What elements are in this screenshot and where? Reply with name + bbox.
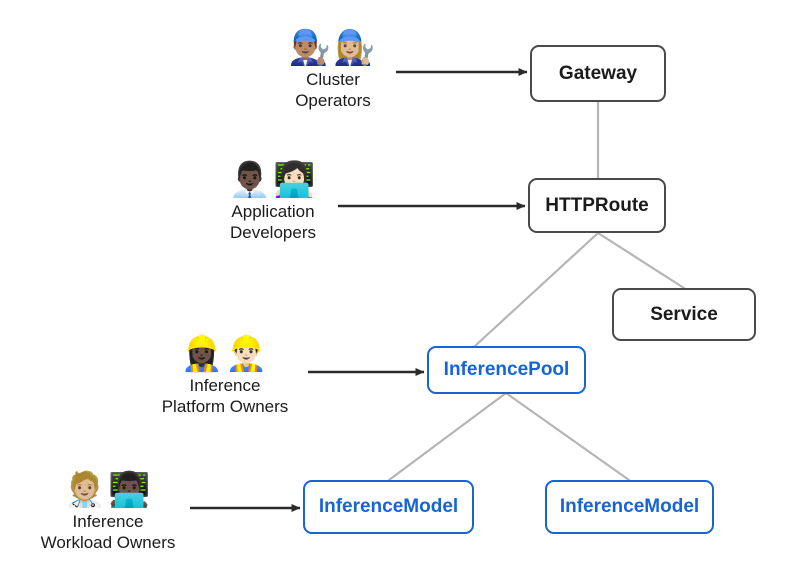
- persona-inference-platform-owners: 👷🏿‍♀️👷🏻‍♂️ Inference Platform Owners: [130, 334, 320, 417]
- node-inferencepool-label: InferencePool: [443, 359, 570, 381]
- node-inferencemodel-2-label: InferenceModel: [559, 496, 700, 518]
- node-inferencemodel-1[interactable]: InferenceModel: [303, 480, 474, 534]
- cluster-operators-label: Cluster Operators: [295, 70, 371, 110]
- edge-httproute-service: [596, 231, 686, 290]
- persona-application-developers: 👨🏿‍💼👩🏻‍💻 Application Developers: [178, 160, 368, 243]
- inference-workload-owners-avatars: 🧑🏼‍⚕️👨🏿‍💻: [63, 471, 153, 509]
- edge-inferencepool-model1: [387, 391, 508, 482]
- inference-workload-owners-label: Inference Workload Owners: [40, 512, 176, 552]
- edge-httproute-inferencepool: [473, 231, 600, 348]
- cluster-operators-avatars: 👨🏽‍🔧👩🏼‍🔧: [288, 29, 378, 67]
- application-developers-avatars: 👨🏿‍💼👩🏻‍💻: [228, 161, 318, 199]
- inference-platform-owners-avatars: 👷🏿‍♀️👷🏻‍♂️: [180, 335, 270, 373]
- persona-inference-workload-owners: 🧑🏼‍⚕️👨🏿‍💻 Inference Workload Owners: [13, 470, 203, 553]
- node-service-label: Service: [650, 303, 718, 325]
- node-inferencepool[interactable]: InferencePool: [427, 346, 586, 394]
- node-inferencemodel-1-label: InferenceModel: [318, 496, 459, 518]
- node-httproute[interactable]: HTTPRoute: [528, 178, 666, 233]
- inference-platform-owners-label: Inference Platform Owners: [161, 376, 289, 416]
- node-service[interactable]: Service: [612, 288, 756, 341]
- persona-cluster-operators: 👨🏽‍🔧👩🏼‍🔧 Cluster Operators: [238, 28, 428, 111]
- node-gateway-label: Gateway: [558, 62, 638, 84]
- node-gateway[interactable]: Gateway: [530, 45, 666, 102]
- node-inferencemodel-2[interactable]: InferenceModel: [545, 480, 714, 534]
- application-developers-label: Application Developers: [230, 202, 316, 242]
- edge-inferencepool-model2: [504, 391, 631, 482]
- node-httproute-label: HTTPRoute: [545, 194, 649, 216]
